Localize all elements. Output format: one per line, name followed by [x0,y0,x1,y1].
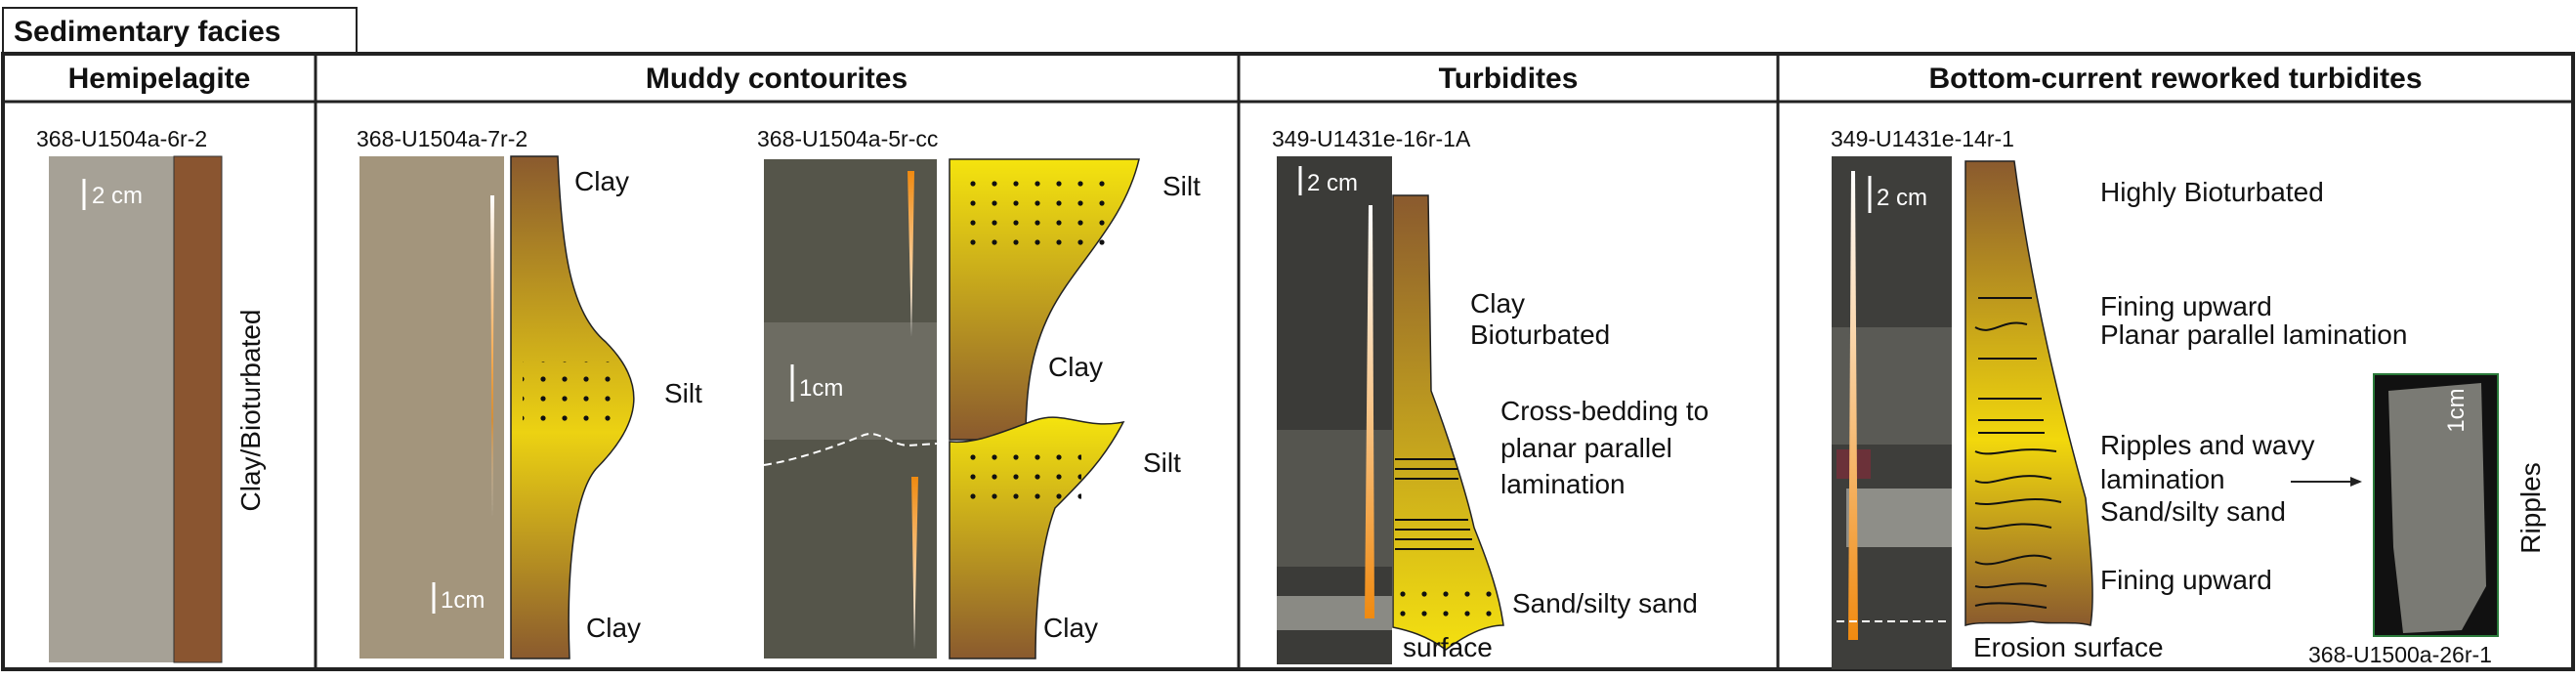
silt-label: Silt [1143,447,1181,478]
grain-size-profile [1964,160,2093,626]
title-box [2,7,358,55]
muddy-contourite-a: 368-U1504a-7r-2 1cm Clay Silt Clay [357,126,702,659]
lamination-symbols [1974,297,2062,609]
core-photo [1277,156,1392,664]
clay-label: Clay [1470,288,1525,319]
grain-size-profile [1392,194,1504,651]
sand-dots [1397,591,1495,625]
cross-bedding-label: lamination [1500,469,1626,499]
lithology-bar [173,155,223,663]
core-photo-sand-band [1846,489,1952,547]
core-photo-sand-band [1277,596,1392,630]
muddy-contourite-b: 368-U1504a-5r-cc 1cm Silt Clay Silt Clay [757,126,1201,659]
header-muddy-contourites: Muddy contourites [646,63,908,95]
header-reworked-turbidites: Bottom-current reworked turbidites [1928,63,2422,95]
clay-label: Clay [574,166,629,196]
scale-label: 2 cm [1307,170,1358,196]
inset-sample-label: 368-U1500a-26r-1 [2308,642,2492,667]
grain-size-wedge [1365,205,1374,618]
header-turbidites: Turbidites [1439,63,1579,95]
grain-size-wedge [911,477,918,650]
core-photo [49,156,174,662]
table-frame [1,52,2575,671]
grain-size-wedge [1848,171,1858,640]
fining-upward-label: Fining upward [2100,291,2272,321]
hemipelagite-panel: 368-U1504a-6r-2 2 cm Clay/Bioturbated [36,126,266,663]
silt-dots [959,168,1116,246]
highly-bioturbated-label: Highly Bioturbated [2100,177,2324,207]
clay-label: Clay [586,613,641,643]
core-photo [359,156,504,659]
lamination-lines [1395,458,1474,550]
silt-dots [523,361,620,435]
sand-label: Sand/silty sand [2100,496,2286,527]
scale-label: 1cm [441,587,485,614]
bioturbated-label: Bioturbated [1470,319,1610,350]
facies-label: Clay/Bioturbated [235,309,266,511]
fining-upward-label: Fining upward [2100,565,2272,595]
arrow-head-icon [2350,477,2362,487]
sand-label: Sand/silty sand [1512,588,1698,618]
ripples-inset-label: Ripples [2515,462,2546,553]
grain-size-wedge [908,171,914,337]
turbidites-panel: 349-U1431e-16r-1A 2 cm Clay Bioturbated … [1272,126,1709,664]
reworked-turbidites-panel: 349-U1431e-14r-1 2 cm Highly Bioturbated… [1831,126,2546,669]
inset-scale-label: 1cm [2443,388,2470,432]
sample-label: 349-U1431e-16r-1A [1272,126,1471,151]
inset-core-fragment [2388,383,2486,633]
planar-lamination-label: Planar parallel lamination [2100,319,2407,350]
clay-label: Clay [1043,613,1098,643]
cross-bedding-label: Cross-bedding to [1500,396,1709,426]
header-hemipelagite: Hemipelagite [68,63,251,95]
scale-label: 2 cm [1877,185,1927,211]
erosion-surface-label: Erosion surface [1973,632,2164,662]
silt-label: Silt [1162,171,1201,201]
surface-label: surface [1403,632,1493,662]
sample-label: 368-U1504a-5r-cc [757,126,938,151]
silt-dots [959,445,1081,513]
sample-label: 368-U1504a-7r-2 [357,126,528,151]
sample-label: 368-U1504a-6r-2 [36,126,207,151]
scale-label: 1cm [799,375,843,402]
scale-label: 2 cm [92,183,143,209]
sample-label: 349-U1431e-14r-1 [1831,126,2014,151]
cross-bedding-label: planar parallel [1500,433,1672,463]
ripples-label: Ripples and wavy [2100,430,2314,460]
erosion-contact [763,433,938,466]
grain-size-wedge [490,195,494,518]
core-photo-light-band [764,322,937,440]
silt-label: Silt [664,378,702,408]
figure-title: Sedimentary facies [14,16,280,48]
clay-label: Clay [1048,352,1103,382]
ripples-label: lamination [2100,464,2225,494]
core-photo-laminated-band [1277,430,1392,567]
